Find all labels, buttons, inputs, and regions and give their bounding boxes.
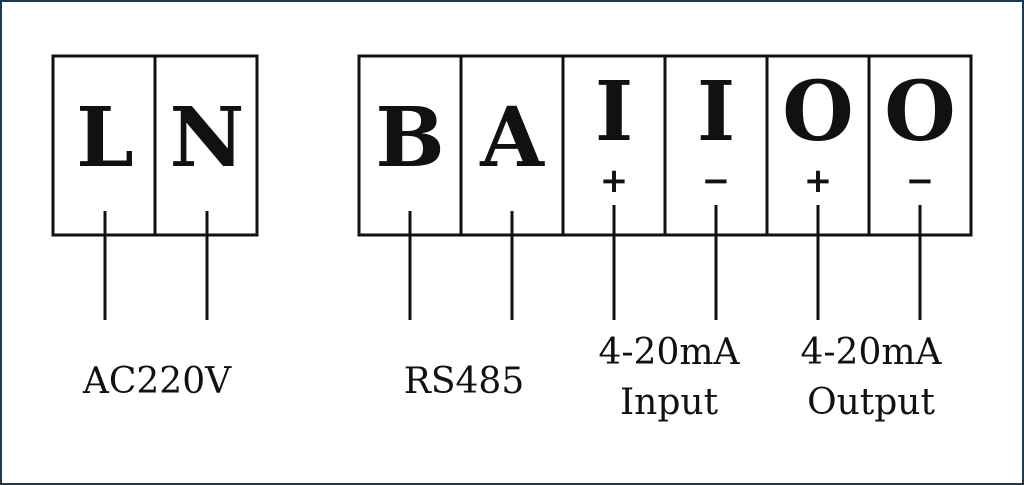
output-label-line2: Output <box>807 382 935 423</box>
rs485-label: RS485 <box>404 361 524 402</box>
terminal-B: B <box>375 90 444 186</box>
input-label-line2: Input <box>620 382 719 423</box>
power-label: AC220V <box>82 361 232 402</box>
plus-sign: + <box>804 161 833 201</box>
plus-sign: + <box>600 161 629 201</box>
terminal-N: N <box>170 90 245 186</box>
signal-terminal-block <box>357 54 973 320</box>
minus-sign: − <box>702 161 731 201</box>
terminal-A: A <box>479 90 545 186</box>
terminal-I-minus: I <box>697 64 735 160</box>
input-label-line1: 4-20mA <box>598 332 740 373</box>
power-terminal-block <box>51 54 259 320</box>
output-label-line1: 4-20mA <box>800 332 942 373</box>
terminal-O-plus: O <box>782 64 853 160</box>
minus-sign: − <box>906 161 935 201</box>
terminal-I-plus: I <box>595 64 633 160</box>
terminal-L: L <box>76 90 134 186</box>
terminal-O-minus: O <box>884 64 955 160</box>
